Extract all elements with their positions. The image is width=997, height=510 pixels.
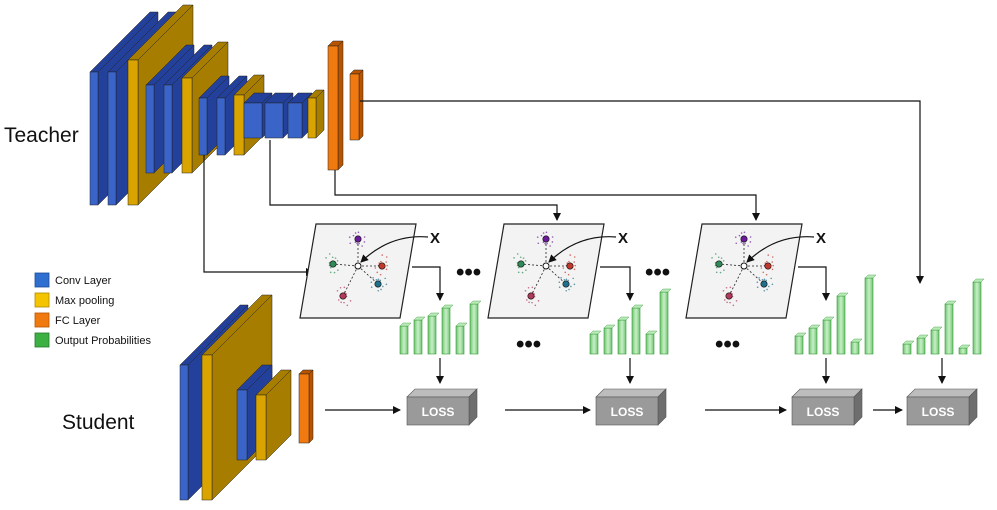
prob-bar (617, 319, 627, 355)
prob-bar (972, 281, 982, 355)
student-pool-2 (255, 369, 292, 461)
prob-bar (413, 319, 423, 355)
prob-bar (441, 307, 451, 355)
teacher-label: Teacher (4, 124, 79, 147)
loss-box-4: LOSS (906, 358, 978, 426)
ellipsis-3: ••• (516, 331, 541, 358)
teacher-fc-2 (349, 69, 364, 141)
prob-bar (455, 325, 465, 355)
loss-label: LOSS (807, 405, 840, 419)
loss-box-2: LOSS (595, 358, 667, 426)
ellipsis-2: ••• (645, 259, 670, 286)
prob-bar (808, 327, 818, 355)
legend-label-fc: FC Layer (55, 315, 101, 327)
legend-swatch-fc (34, 312, 50, 328)
prob-bar (864, 277, 874, 355)
ellipsis-4: ••• (715, 331, 740, 358)
loss-boxes: LOSS LOSS LOSS LOSS (406, 358, 978, 426)
loss-box-1: LOSS (406, 358, 478, 426)
prob-bar (631, 307, 641, 355)
legend: Conv Layer Max pooling FC Layer Output P… (34, 272, 151, 348)
loss-label: LOSS (922, 405, 955, 419)
prob-bar (794, 335, 804, 355)
legend-swatch-prob (34, 332, 50, 348)
prob-bar (944, 303, 954, 355)
loss-label: LOSS (422, 405, 455, 419)
teacher-network (89, 4, 364, 206)
x-label-2: X (618, 230, 628, 247)
prob-bar (399, 325, 409, 355)
prob-bar (427, 315, 437, 355)
legend-label-pool: Max pooling (55, 295, 114, 307)
probability-bar-groups (399, 274, 985, 355)
student-label: Student (62, 411, 135, 434)
prob-bar (930, 329, 940, 355)
x-label-3: X (816, 230, 826, 247)
prob-bar (645, 333, 655, 355)
probability-bars-3 (794, 274, 877, 355)
prob-bar (958, 347, 968, 355)
teacher-conv-9 (287, 92, 313, 139)
legend-label-prob: Output Probabilities (55, 335, 151, 347)
loss-box-3: LOSS (791, 358, 863, 426)
prob-bar (916, 337, 926, 355)
teacher-pool-4 (307, 89, 325, 139)
prob-bar (850, 341, 860, 355)
x-label-1: X (430, 230, 440, 247)
prob-bar (659, 291, 669, 355)
embedding-panel-1: X (299, 223, 444, 319)
probability-bars-1 (399, 300, 482, 355)
ellipsis-1: ••• (456, 259, 481, 286)
student-network (179, 294, 314, 501)
teacher-fc-1 (327, 40, 344, 171)
embedding-panel-2: X (487, 223, 634, 319)
prob-bar (603, 327, 613, 355)
prob-bar (822, 319, 832, 355)
embedding-panel-3: X (685, 223, 830, 319)
prob-bar (902, 343, 912, 355)
student-fc-1 (298, 369, 314, 444)
probability-bars-2 (589, 288, 672, 355)
prob-bar (589, 333, 599, 355)
teacher-to-embedding-arrows (203, 100, 924, 284)
loss-label: LOSS (611, 405, 644, 419)
probability-bars-4 (902, 278, 985, 355)
prob-bar (469, 303, 479, 355)
legend-swatch-pool (34, 292, 50, 308)
legend-swatch-conv (34, 272, 50, 288)
prob-bar (836, 295, 846, 355)
legend-label-conv: Conv Layer (55, 275, 112, 287)
